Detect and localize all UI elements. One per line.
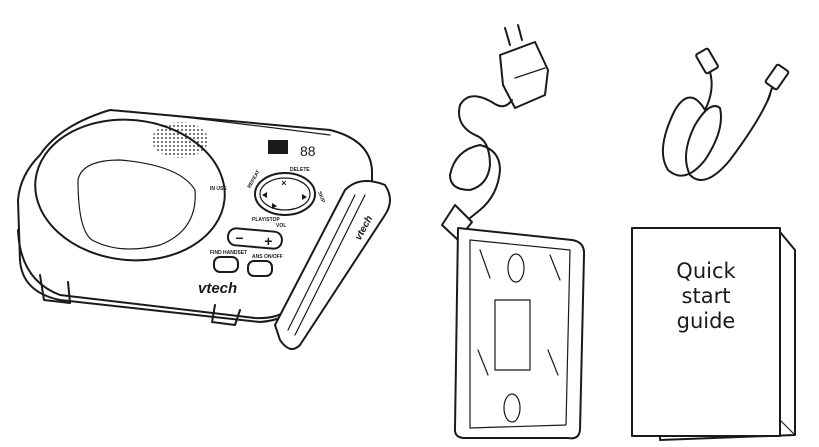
navigation-ring[interactable] — [254, 172, 316, 216]
display-screen — [268, 140, 288, 154]
guide-title-line-3: guide — [677, 309, 736, 333]
guide-title-line-1: Quick — [676, 259, 736, 283]
find-handset-label: FIND HANDSET — [210, 250, 247, 256]
vol-label: VOL — [276, 223, 286, 229]
vtech-logo: vtech — [198, 280, 237, 297]
play-stop-label: PLAY/STOP — [252, 217, 280, 223]
volume-rocker[interactable] — [226, 227, 283, 250]
playback-arrow-icons — [262, 192, 307, 209]
wall-mount-bracket — [453, 227, 586, 440]
guide-title-line-2: start — [682, 284, 731, 308]
volume-down-button[interactable]: − — [235, 230, 243, 246]
quick-start-guide: Quick start guide — [631, 227, 796, 441]
telephone-line-cord — [661, 47, 790, 181]
wall-mount-wedge — [274, 180, 391, 350]
telephone-base: 88 DELETE REPEAT SKIP × IN USE PLAY/STOP… — [17, 109, 391, 350]
find-handset-button[interactable] — [213, 256, 239, 273]
volume-up-button[interactable]: + — [264, 233, 272, 249]
message-counter: 88 — [300, 143, 316, 159]
delete-label: DELETE — [290, 167, 310, 173]
ans-on-off-label: ANS ON/OFF — [252, 254, 283, 260]
ans-on-off-button[interactable] — [247, 260, 273, 277]
in-use-label: IN USE — [210, 186, 227, 192]
speaker-grille-icon — [152, 122, 208, 158]
delete-button[interactable]: × — [281, 178, 287, 188]
power-adapter — [441, 24, 549, 241]
skip-label: SKIP — [316, 191, 326, 205]
